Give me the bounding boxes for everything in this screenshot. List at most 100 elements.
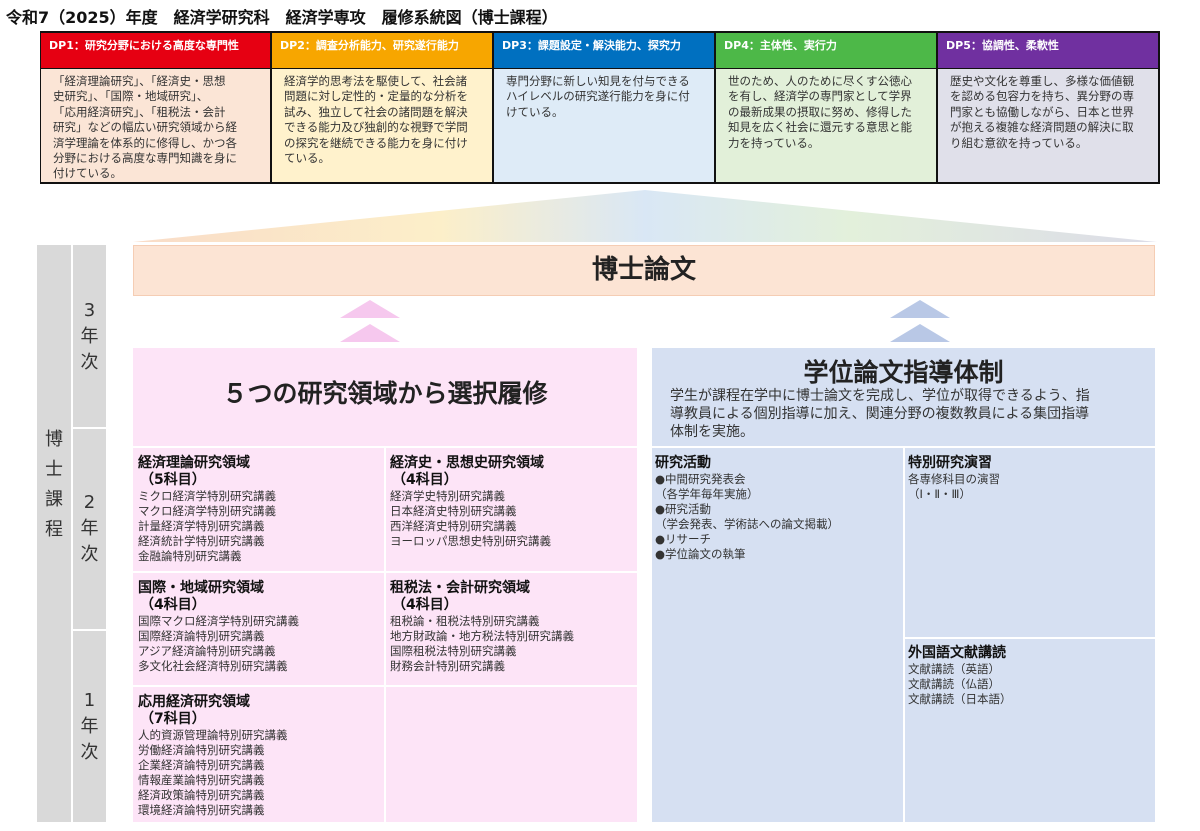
activity-item: ●中間研究発表会 (655, 472, 746, 486)
course-item: 租税論・租税法特別研究講義 (390, 614, 540, 628)
activity-item: （学会発表、学術誌への論文掲載） (655, 517, 839, 531)
dp4-line: 世のため、人のために尽くす公徳心 (728, 74, 912, 88)
dp3-header: DP3：課題設定・解決能力、探究力 (494, 33, 714, 69)
supervision-description: 学生が課程在学中に博士論文を完成し、学位が取得できるよう、指 導教員による個別指… (670, 387, 1150, 441)
dp1-line: 史研究」、「国際・地域研究」、 (53, 89, 209, 104)
program-char: 博 (45, 429, 63, 450)
dp5-line: が抱える複雑な経済問題の解決に取 (950, 120, 1134, 135)
year2-label: 2 年 次 (73, 490, 106, 568)
course-item: 計量経済学特別研究講義 (138, 519, 265, 533)
dp1-column: DP1：研究分野における高度な専門性 「経済理論研究」、「経済史・思想 史研究」… (40, 31, 271, 184)
year-char: 2 (83, 492, 96, 513)
foreign-item: 文献講読（日本語） (908, 692, 1012, 706)
program-char: 士 (45, 459, 63, 480)
year-char: 年 (80, 518, 99, 539)
activity-item: （各学年毎年実施） (655, 487, 759, 501)
year-char: 1 (83, 690, 96, 711)
right-up-arrow-icon (890, 300, 950, 342)
course-item: 情報産業論特別研究講義 (138, 773, 265, 787)
area-title: 経済史・思想史研究領域 (390, 455, 544, 471)
year-char: 次 (80, 352, 99, 373)
course-item: ミクロ経済学特別研究講義 (138, 489, 276, 503)
page-title: 令和7（2025）年度 経済学研究科 経済学専攻 履修系統図（博士課程） (6, 8, 558, 27)
area-count: （5科目） (140, 472, 206, 488)
area-title: 租税法・会計研究領域 (390, 580, 530, 596)
thesis-box (133, 245, 1155, 296)
foreign-literature: 外国語文献講読 文献講読（英語） 文献講読（仏語） 文献講読（日本語） (908, 645, 1152, 707)
special-title: 特別研究演習 (908, 455, 992, 471)
dp3-line: ハイレベルの研究遂行能力を身に付 (506, 89, 690, 104)
program-char: 課 (45, 489, 63, 510)
area-applied-economics: 応用経済研究領域 （7科目） 人的資源管理論特別研究講義 労働経済論特別研究講義… (138, 694, 382, 818)
area-count: （4科目） (140, 597, 206, 613)
year3-label: 3 年 次 (73, 298, 106, 376)
dp2-header: DP2：調査分析能力、研究遂行能力 (272, 33, 492, 69)
course-item: 国際マクロ経済学特別研究講義 (138, 614, 299, 628)
year1-label: 1 年 次 (73, 688, 106, 766)
area-title: 国際・地域研究領域 (138, 580, 264, 596)
desc-line: 導教員による個別指導に加え、関連分野の複数教員による集団指導 (670, 406, 1090, 422)
course-item: 地方財政論・地方税法特別研究講義 (390, 629, 574, 643)
dp2-column: DP2：調査分析能力、研究遂行能力 経済学的思考法を駆使して、社会諸 問題に対し… (271, 31, 493, 184)
divider (133, 446, 637, 448)
course-item: 金融論特別研究講義 (138, 549, 242, 563)
dp5-line: り組む意欲を持っている。 (950, 135, 1088, 150)
dp1-header: DP1：研究分野における高度な専門性 (41, 33, 270, 69)
dp4-line: 力を持っている。 (728, 135, 820, 150)
course-item: 労働経済論特別研究講義 (138, 743, 265, 757)
supervision-heading: 学位論文指導体制 (803, 358, 1004, 387)
dp5-column: DP5：協調性、柔軟性 歴史や文化を尊重し、多様な価値観 を認める包容力を持ち、… (937, 31, 1160, 184)
course-item: アジア経済論特別研究講義 (138, 644, 276, 658)
area-title: 経済理論研究領域 (138, 455, 250, 471)
dp2-line: できる能力及び独創的な視野で学問 (284, 120, 468, 135)
dp5-line: を認める包容力を持ち、異分野の専 (950, 89, 1134, 104)
dp4-column: DP4：主体性、実行力 世のため、人のために尽くす公徳心 を有し、経済学の専門家… (715, 31, 937, 184)
area-tax-accounting: 租税法・会計研究領域 （4科目） 租税論・租税法特別研究講義 地方財政論・地方税… (390, 580, 634, 674)
course-item: 経済統計学特別研究講義 (138, 534, 265, 548)
year-char: 次 (80, 742, 99, 763)
area-economic-theory: 経済理論研究領域 （5科目） ミクロ経済学特別研究講義 マクロ経済学特別研究講義… (138, 455, 382, 564)
divider (903, 448, 905, 822)
dp3-column: DP3：課題設定・解決能力、探究力 専門分野に新しい知見を付与できる ハイレベル… (493, 31, 715, 184)
gradient-triangle-shape (133, 190, 1157, 242)
course-item: 企業経済論特別研究講義 (138, 758, 265, 772)
dp2-line: ている。 (284, 151, 330, 166)
dp5-description: 歴史や文化を尊重し、多様な価値観 を認める包容力を持ち、異分野の専 門家とも協働… (938, 69, 1158, 182)
course-item: 国際租税法特別研究講義 (390, 644, 517, 658)
program-label: 博 士 課 程 (37, 425, 71, 545)
dp3-line: 専門分野に新しい知見を付与できる (506, 74, 690, 88)
dp1-line: 「経済理論研究」、「経済史・思想 (53, 74, 226, 88)
program-label-bar (37, 245, 71, 822)
course-item: 国際経済論特別研究講義 (138, 629, 265, 643)
course-item: ヨーロッパ思想史特別研究講義 (390, 534, 551, 548)
dp4-line: の最新成果の摂取に努め、修得した (728, 104, 912, 119)
dp1-line: 研究」などの幅広い研究領域から経 (53, 120, 237, 135)
divider (652, 446, 1155, 448)
dp4-header: DP4：主体性、実行力 (716, 33, 936, 69)
dp5-line: 歴史や文化を尊重し、多様な価値観 (950, 74, 1134, 88)
activity-item: ●リサーチ (655, 532, 712, 546)
divider (905, 637, 1155, 639)
area-count: （7科目） (140, 711, 206, 727)
foreign-title: 外国語文献講読 (908, 645, 1006, 661)
course-item: 経済政策論特別研究講義 (138, 788, 265, 802)
dp4-description: 世のため、人のために尽くす公徳心 を有し、経済学の専門家として学界 の最新成果の… (716, 69, 936, 182)
year3-bar (73, 245, 106, 427)
special-seminar: 特別研究演習 各専修科目の演習 （Ⅰ・Ⅱ・Ⅲ） (908, 455, 1152, 502)
dp1-line: 「応用経済研究」、「租税法・会計 (53, 104, 226, 119)
year1-bar (73, 631, 106, 822)
dp4-line: 知見を広く社会に還元する意思と能 (728, 120, 912, 135)
year-char: 年 (80, 716, 99, 737)
year-char: 次 (80, 544, 99, 565)
dp3-line: けている。 (506, 104, 564, 119)
course-item: 西洋経済史特別研究講義 (390, 519, 517, 533)
dp1-line: 分野における高度な専門知識を身に (53, 151, 237, 166)
thesis-label: 博士論文 (591, 255, 696, 285)
special-item: 各専修科目の演習 (908, 472, 1000, 486)
activity-item: ●研究活動 (655, 502, 712, 516)
dp2-description: 経済学的思考法を駆使して、社会諸 問題に対し定性的・定量的な分析を 試み、独立し… (272, 69, 492, 182)
dp1-line: 付けている。 (53, 166, 122, 181)
foreign-item: 文献講読（仏語） (908, 677, 1000, 691)
year2-bar (73, 429, 106, 629)
area-international: 国際・地域研究領域 （4科目） 国際マクロ経済学特別研究講義 国際経済論特別研究… (138, 580, 382, 674)
